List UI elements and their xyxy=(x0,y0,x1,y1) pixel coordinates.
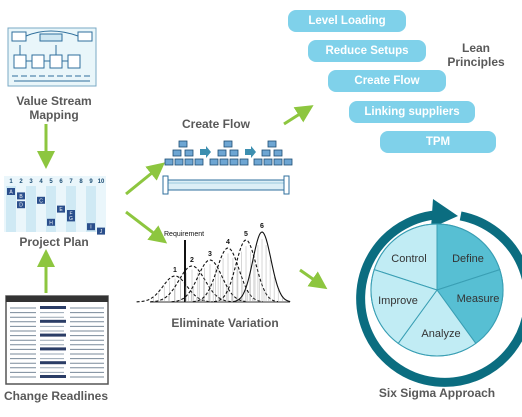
lean-pill-reduce-setups: Reduce Setups xyxy=(308,40,426,62)
plan-task-bar xyxy=(57,205,65,213)
plan-task-bar xyxy=(17,201,25,209)
curve-number-label: 1 xyxy=(173,267,177,274)
plan-task-bar xyxy=(97,227,105,235)
pie-label-measure: Measure xyxy=(457,293,500,305)
plan-task-bar xyxy=(67,214,75,222)
plan-task-letter: J xyxy=(100,229,103,235)
project-plan-label: Project Plan xyxy=(19,235,89,249)
plan-task-letter: D xyxy=(19,203,23,209)
plan-task-letter: I xyxy=(90,225,91,231)
variation-curve xyxy=(171,259,248,303)
plan-task-bar xyxy=(67,210,75,217)
curve-number-label: 4 xyxy=(226,239,230,246)
plan-task-letter: B xyxy=(19,194,23,200)
lean-pill-create-flow: Create Flow xyxy=(328,70,446,92)
plan-column-number: 3 xyxy=(29,179,33,185)
pie-label-improve: Improve xyxy=(378,295,418,307)
variation-curve xyxy=(192,247,263,303)
lean-pill-tpm: TPM xyxy=(380,131,496,153)
requirement-label: Requirement xyxy=(164,231,205,238)
curve-number-label: 6 xyxy=(260,223,264,230)
pie-label-define: Define xyxy=(452,253,484,265)
plan-task-bar xyxy=(17,192,25,200)
plan-task-letter: G xyxy=(69,216,73,222)
plan-task-letter: H xyxy=(49,220,53,226)
lean-title-line1: Lean xyxy=(461,41,490,55)
curve-number-label: 3 xyxy=(208,251,212,258)
value-stream-label-line1: Value Stream xyxy=(16,94,92,108)
eliminate-variation-label: Eliminate Variation xyxy=(171,316,279,330)
change-readlines-thumbnail xyxy=(5,295,109,385)
plan-task-bar xyxy=(37,196,45,204)
lean-pill-linking-suppliers: Linking suppliers xyxy=(349,101,475,123)
curve-number-label: 5 xyxy=(244,231,248,238)
plan-column-number: 10 xyxy=(98,179,105,185)
arrow-variation-to-sixsigma xyxy=(299,268,328,290)
six-sigma-title: Six Sigma Approach xyxy=(378,386,496,400)
arrow-plan-to-flow xyxy=(125,162,165,196)
cycle-ring xyxy=(356,209,522,387)
variation-curve xyxy=(150,265,234,303)
plan-task-bar xyxy=(87,223,95,231)
plan-task-bar xyxy=(7,188,15,195)
lean-pill-level-loading: Level Loading xyxy=(288,10,406,32)
create-flow-label: Create Flow xyxy=(181,117,250,131)
flow-arrow-icon xyxy=(245,146,256,158)
plan-column-number: 9 xyxy=(89,179,93,185)
plan-column-number: 6 xyxy=(59,179,63,185)
plan-column-number: 8 xyxy=(79,179,83,185)
plan-task-letter: C xyxy=(39,198,43,204)
change-readlines-label: Change Readlines xyxy=(3,389,109,403)
create-flow-org-charts xyxy=(164,140,293,166)
curve-number-label: 2 xyxy=(190,257,194,264)
plan-column-number: 7 xyxy=(69,179,73,185)
plan-task-letter: E xyxy=(59,207,63,213)
variation-curve xyxy=(233,231,291,303)
plan-task-letter: A xyxy=(9,190,13,196)
plan-column-number: 4 xyxy=(39,179,43,185)
plan-column-number: 1 xyxy=(9,179,13,185)
arrow-plan-to-variation xyxy=(125,210,168,244)
flow-arrow-icon xyxy=(200,146,211,158)
cycle-arrowhead-icon xyxy=(431,199,458,228)
plan-task-bar xyxy=(47,218,55,226)
lean-title-line2: Principles xyxy=(447,55,505,69)
plan-column-number: 2 xyxy=(19,179,23,185)
arrow-flow-to-lean xyxy=(283,105,314,126)
value-stream-label-line2: Mapping xyxy=(29,108,79,122)
plan-column-number: 5 xyxy=(49,179,53,185)
pie-label-control: Control xyxy=(391,253,426,265)
variation-chart: 1 2 3 4 5 6 xyxy=(136,223,291,303)
pie-label-analyze: Analyze xyxy=(421,328,460,340)
variation-curve xyxy=(213,239,279,303)
value-stream-map-thumbnail xyxy=(7,27,97,87)
flow-pipe xyxy=(162,175,290,195)
